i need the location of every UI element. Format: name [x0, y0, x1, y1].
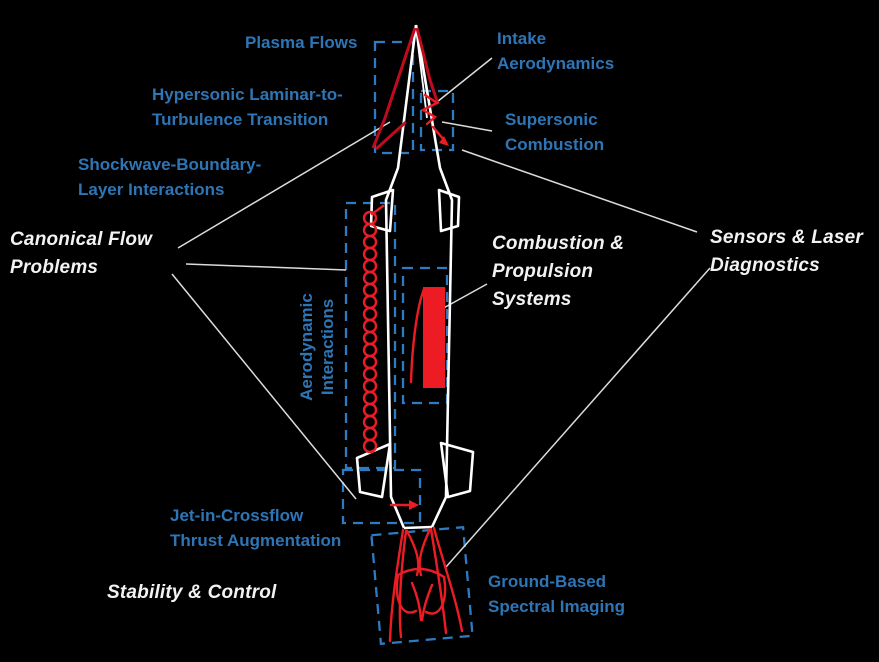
- label-aerodynamic-interactions: Aerodynamic Interactions: [297, 293, 337, 401]
- vortex-coil: [362, 210, 378, 454]
- label-ground-spectral-imaging: Ground-Based Spectral Imaging: [488, 572, 625, 616]
- connector-lines: [171, 57, 711, 568]
- fuselage-left-edge: [384, 24, 418, 529]
- canard-left: [369, 188, 395, 233]
- vortex-coil-hook: [370, 204, 385, 216]
- connector-intake: [436, 57, 493, 103]
- nozzle-exit-line: [403, 525, 433, 530]
- shock-left-lambda: [374, 120, 408, 151]
- label-jet-in-crossflow: Jet-in-Crossflow Thrust Augmentation: [170, 506, 342, 550]
- label-sensors-laser-diagnostics: Sensors & Laser Diagnostics: [710, 227, 863, 276]
- intake-shock-zigzag: [420, 93, 440, 126]
- jet-in-crossflow-box: [341, 468, 422, 525]
- nose-shock-lines: [371, 27, 440, 151]
- connector-supersonic: [441, 121, 493, 132]
- shock-right: [415, 27, 440, 105]
- label-supersonic-combustion: Supersonic Combustion: [505, 110, 605, 154]
- connector-canonical-nose: [177, 121, 391, 249]
- label-stability-control: Stability & Control: [107, 582, 277, 603]
- label-shockwave-bli: Shockwave-Boundary- Layer Interactions: [78, 155, 262, 199]
- connector-canonical-tail: [171, 273, 357, 500]
- canard-right: [437, 188, 461, 233]
- plasma-flows-box: [373, 40, 415, 155]
- fuel-injection-curve: [409, 287, 426, 384]
- label-combustion-propulsion: Combustion & Propulsion Systems: [492, 233, 625, 310]
- tail-fin-right: [439, 441, 475, 499]
- intake-ramp-line: [415, 27, 428, 119]
- connector-canonical-body: [185, 263, 347, 271]
- connector-combustion: [439, 283, 488, 311]
- label-intake-aerodynamics: Intake Aerodynamics: [497, 29, 615, 73]
- shock-left: [371, 27, 417, 149]
- connector-sensors-nose: [461, 149, 698, 233]
- label-canonical-flow-problems: Canonical Flow Problems: [10, 229, 153, 278]
- connector-sensors-plume: [445, 267, 711, 568]
- intake-flow-arrow: [431, 125, 446, 142]
- exhaust-plume: [388, 526, 464, 643]
- spectral-imaging-box: [370, 525, 474, 646]
- combustion-box: [401, 266, 449, 405]
- label-hypersonic-transition: Hypersonic Laminar-to- Turbulence Transi…: [152, 85, 343, 129]
- combustion-chamber: [423, 287, 445, 388]
- tail-fin-left: [355, 442, 392, 499]
- crossflow-jet-arrowhead: [409, 500, 419, 510]
- intake-flow-arrowhead: [439, 136, 449, 146]
- label-plasma-flows: Plasma Flows: [245, 33, 358, 52]
- flow-features: [362, 93, 464, 643]
- dashed-region-boxes: [341, 40, 474, 646]
